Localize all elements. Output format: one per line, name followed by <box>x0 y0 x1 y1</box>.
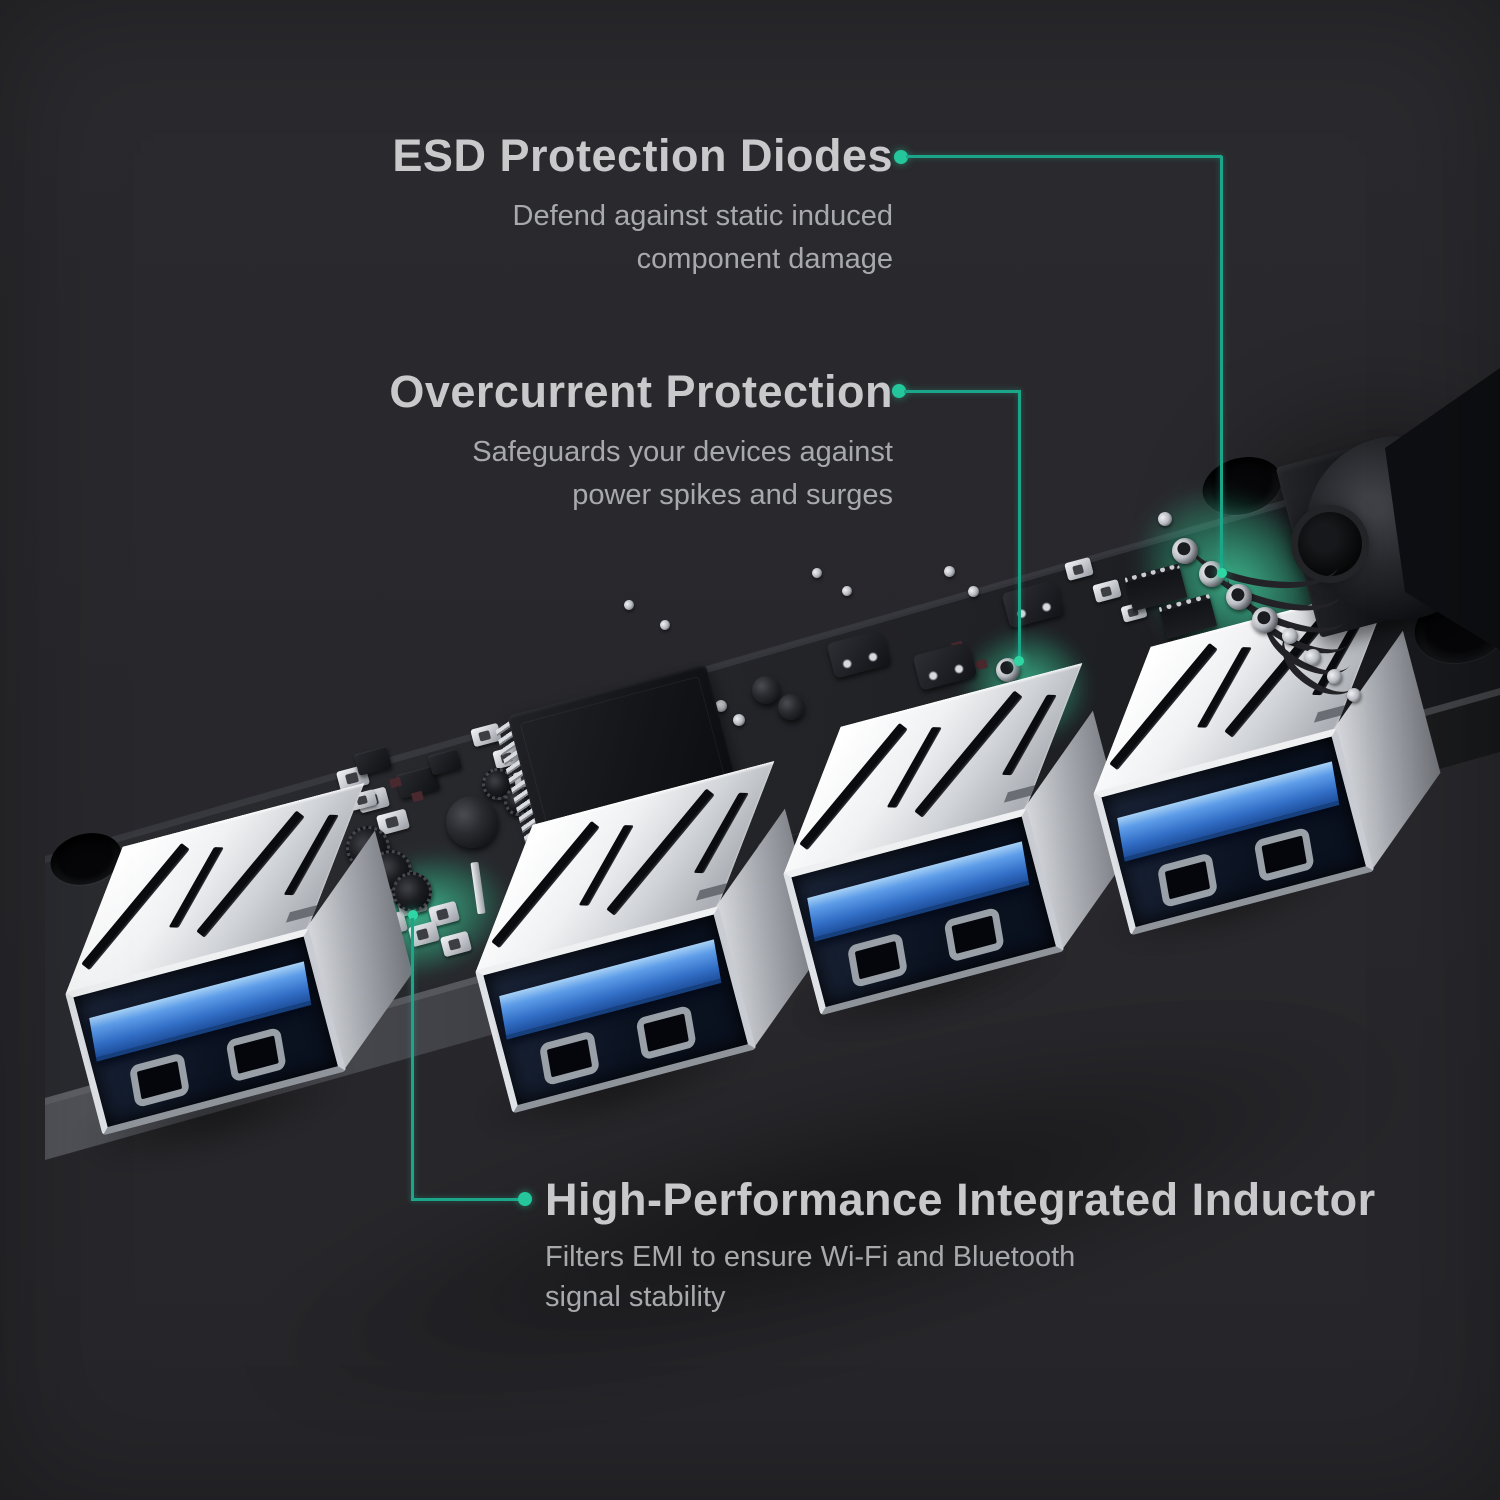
usb-contact <box>128 1052 191 1109</box>
leader-end-inductor <box>408 910 418 920</box>
leader-line-overcurrent <box>1018 390 1021 662</box>
callout-inductor-desc-line1: Filters EMI to ensure Wi-Fi and Bluetoot… <box>545 1241 1076 1274</box>
leader-line-esd <box>1220 156 1223 576</box>
callout-overcurrent-desc-line2: power spikes and surges <box>572 479 893 512</box>
usb-contact <box>1156 852 1219 909</box>
usb-contact <box>538 1030 601 1087</box>
callout-overcurrent: Overcurrent Protection Safeguards your d… <box>389 368 893 517</box>
callout-esd-desc-line2: component damage <box>636 243 893 276</box>
callout-esd-desc-line1: Defend against static induced <box>512 200 893 233</box>
usb-contact <box>846 932 909 989</box>
leader-line-inductor <box>411 1198 526 1201</box>
leader-line-inductor <box>411 918 414 1200</box>
callout-overcurrent-desc-line1: Safeguards your devices against <box>472 436 893 469</box>
callout-esd: ESD Protection Diodes Defend against sta… <box>392 132 893 281</box>
shell-slot <box>81 842 190 971</box>
callout-inductor-desc-line2: signal stability <box>545 1281 726 1314</box>
callout-esd-title: ESD Protection Diodes <box>392 130 893 181</box>
cable-wire-exit <box>1298 512 1362 576</box>
usb-contact <box>225 1026 287 1083</box>
callout-dot-inductor <box>518 1192 532 1206</box>
pin-tip <box>942 564 957 579</box>
leader-end-esd <box>1217 568 1227 578</box>
pin-tip <box>840 584 854 598</box>
shell-slot <box>799 722 908 851</box>
callout-overcurrent-title: Overcurrent Protection <box>389 366 893 417</box>
leader-line-overcurrent <box>904 390 1020 393</box>
callout-inductor-title: High-Performance Integrated Inductor <box>545 1174 1376 1225</box>
shell-slot <box>491 820 600 949</box>
pin-tip <box>658 618 672 632</box>
leader-end-overcurrent <box>1014 656 1024 666</box>
usb-contact <box>1253 826 1315 883</box>
shell-slot <box>1109 642 1218 771</box>
callout-inductor: High-Performance Integrated Inductor Fil… <box>545 1176 1376 1317</box>
usb-contact <box>635 1004 697 1061</box>
pin-tip <box>810 566 824 580</box>
callout-dot-esd <box>894 150 908 164</box>
leader-line-esd <box>906 155 1222 158</box>
usb-contact <box>943 906 1005 963</box>
pin-tip <box>622 598 636 612</box>
callout-dot-overcurrent <box>892 384 906 398</box>
